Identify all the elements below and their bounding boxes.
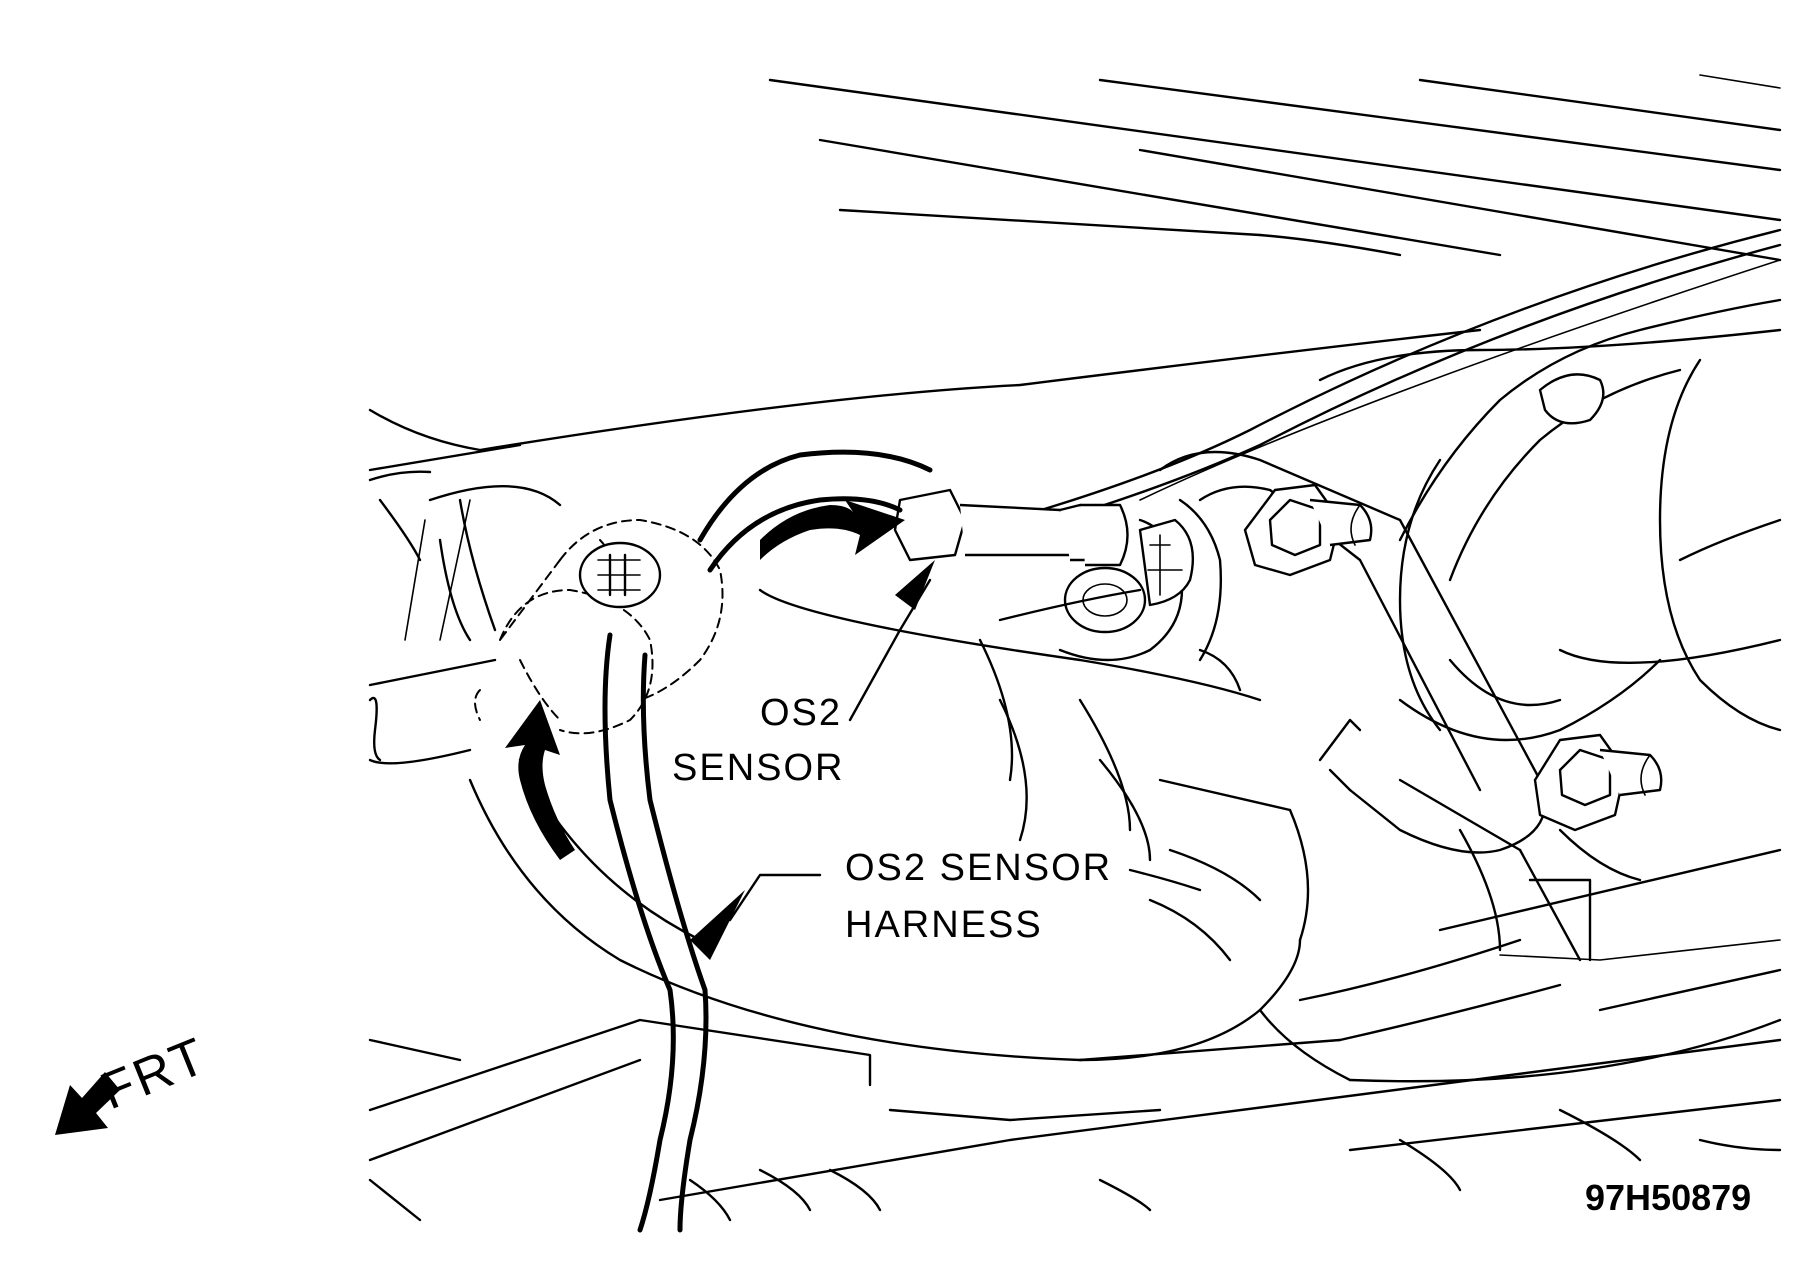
leader-arrows: [690, 560, 1202, 960]
os2-sensor-body: [893, 488, 1242, 692]
harness-label-line2: HARNESS: [845, 904, 1043, 946]
exhaust-body: [468, 588, 1782, 1083]
harness-label-line1: OS2 SENSOR: [845, 847, 1112, 889]
os2-sensor-harness-upper: [697, 449, 933, 573]
floor-crossmember: [368, 1018, 1782, 1222]
front-direction-arrow: [55, 1072, 120, 1135]
os2-sensor-harness-lower: [602, 632, 709, 1233]
os2-sensor-label-line2: SENSOR: [672, 747, 844, 789]
callout-labels: OS2 SENSOR OS2 SENSOR HARNESS FRT 97H508…: [93, 692, 1751, 1218]
front-label: FRT: [93, 1026, 216, 1121]
crossmember-left: [368, 498, 497, 765]
exhaust-flange-bracket: [1158, 298, 1782, 962]
figure-number: 97H50879: [1585, 1177, 1751, 1218]
underbody-panels: [368, 74, 1782, 507]
os2-sensor-label-line1: OS2: [760, 692, 842, 734]
harness-clip: [474, 518, 724, 735]
flange-bolt-upper: [1243, 483, 1373, 577]
motion-arrows: [505, 500, 905, 860]
flange-bolt-lower: [1533, 733, 1663, 832]
